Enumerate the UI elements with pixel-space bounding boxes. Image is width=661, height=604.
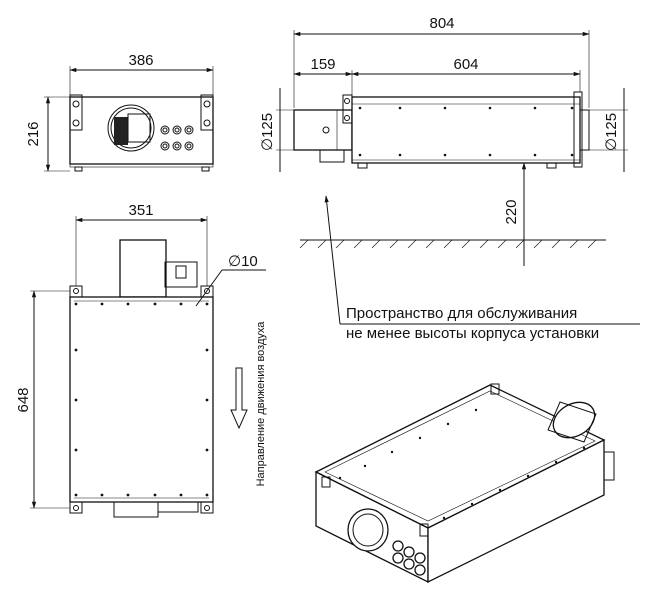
dim-duct-right: ∅125 <box>603 113 620 151</box>
floor-hatching <box>299 239 597 249</box>
dim-side-body: 604 <box>453 56 478 73</box>
dim-clearance: 220 <box>503 199 520 224</box>
dim-front-width: 386 <box>128 52 153 69</box>
service-note-line1: Пространство для обслуживания <box>346 305 577 322</box>
connector-group-front <box>160 125 194 151</box>
isometric-view <box>314 383 615 584</box>
rear-duct <box>547 401 597 443</box>
dim-front-height: 216 <box>25 121 42 146</box>
dim-hole: ∅10 <box>228 253 258 270</box>
dim-side-duct: 159 <box>310 56 335 73</box>
connector-group-iso <box>392 540 426 576</box>
service-note-line2: не менее высоты корпуса установки <box>346 325 599 342</box>
side-view: 804 159 604 ∅125 ∅125 220 <box>259 15 640 342</box>
front-view: 386 216 <box>25 52 214 172</box>
dim-top-width: 351 <box>128 202 153 219</box>
airflow-arrow-icon <box>230 367 248 430</box>
dim-top-length: 648 <box>15 387 32 412</box>
airflow-label: Направление движения воздуха <box>255 321 267 487</box>
dim-duct-left: ∅125 <box>259 113 276 151</box>
dim-side-total: 804 <box>429 15 454 32</box>
top-view: 351 ∅10 648 Направление движения воздуха <box>15 202 267 518</box>
